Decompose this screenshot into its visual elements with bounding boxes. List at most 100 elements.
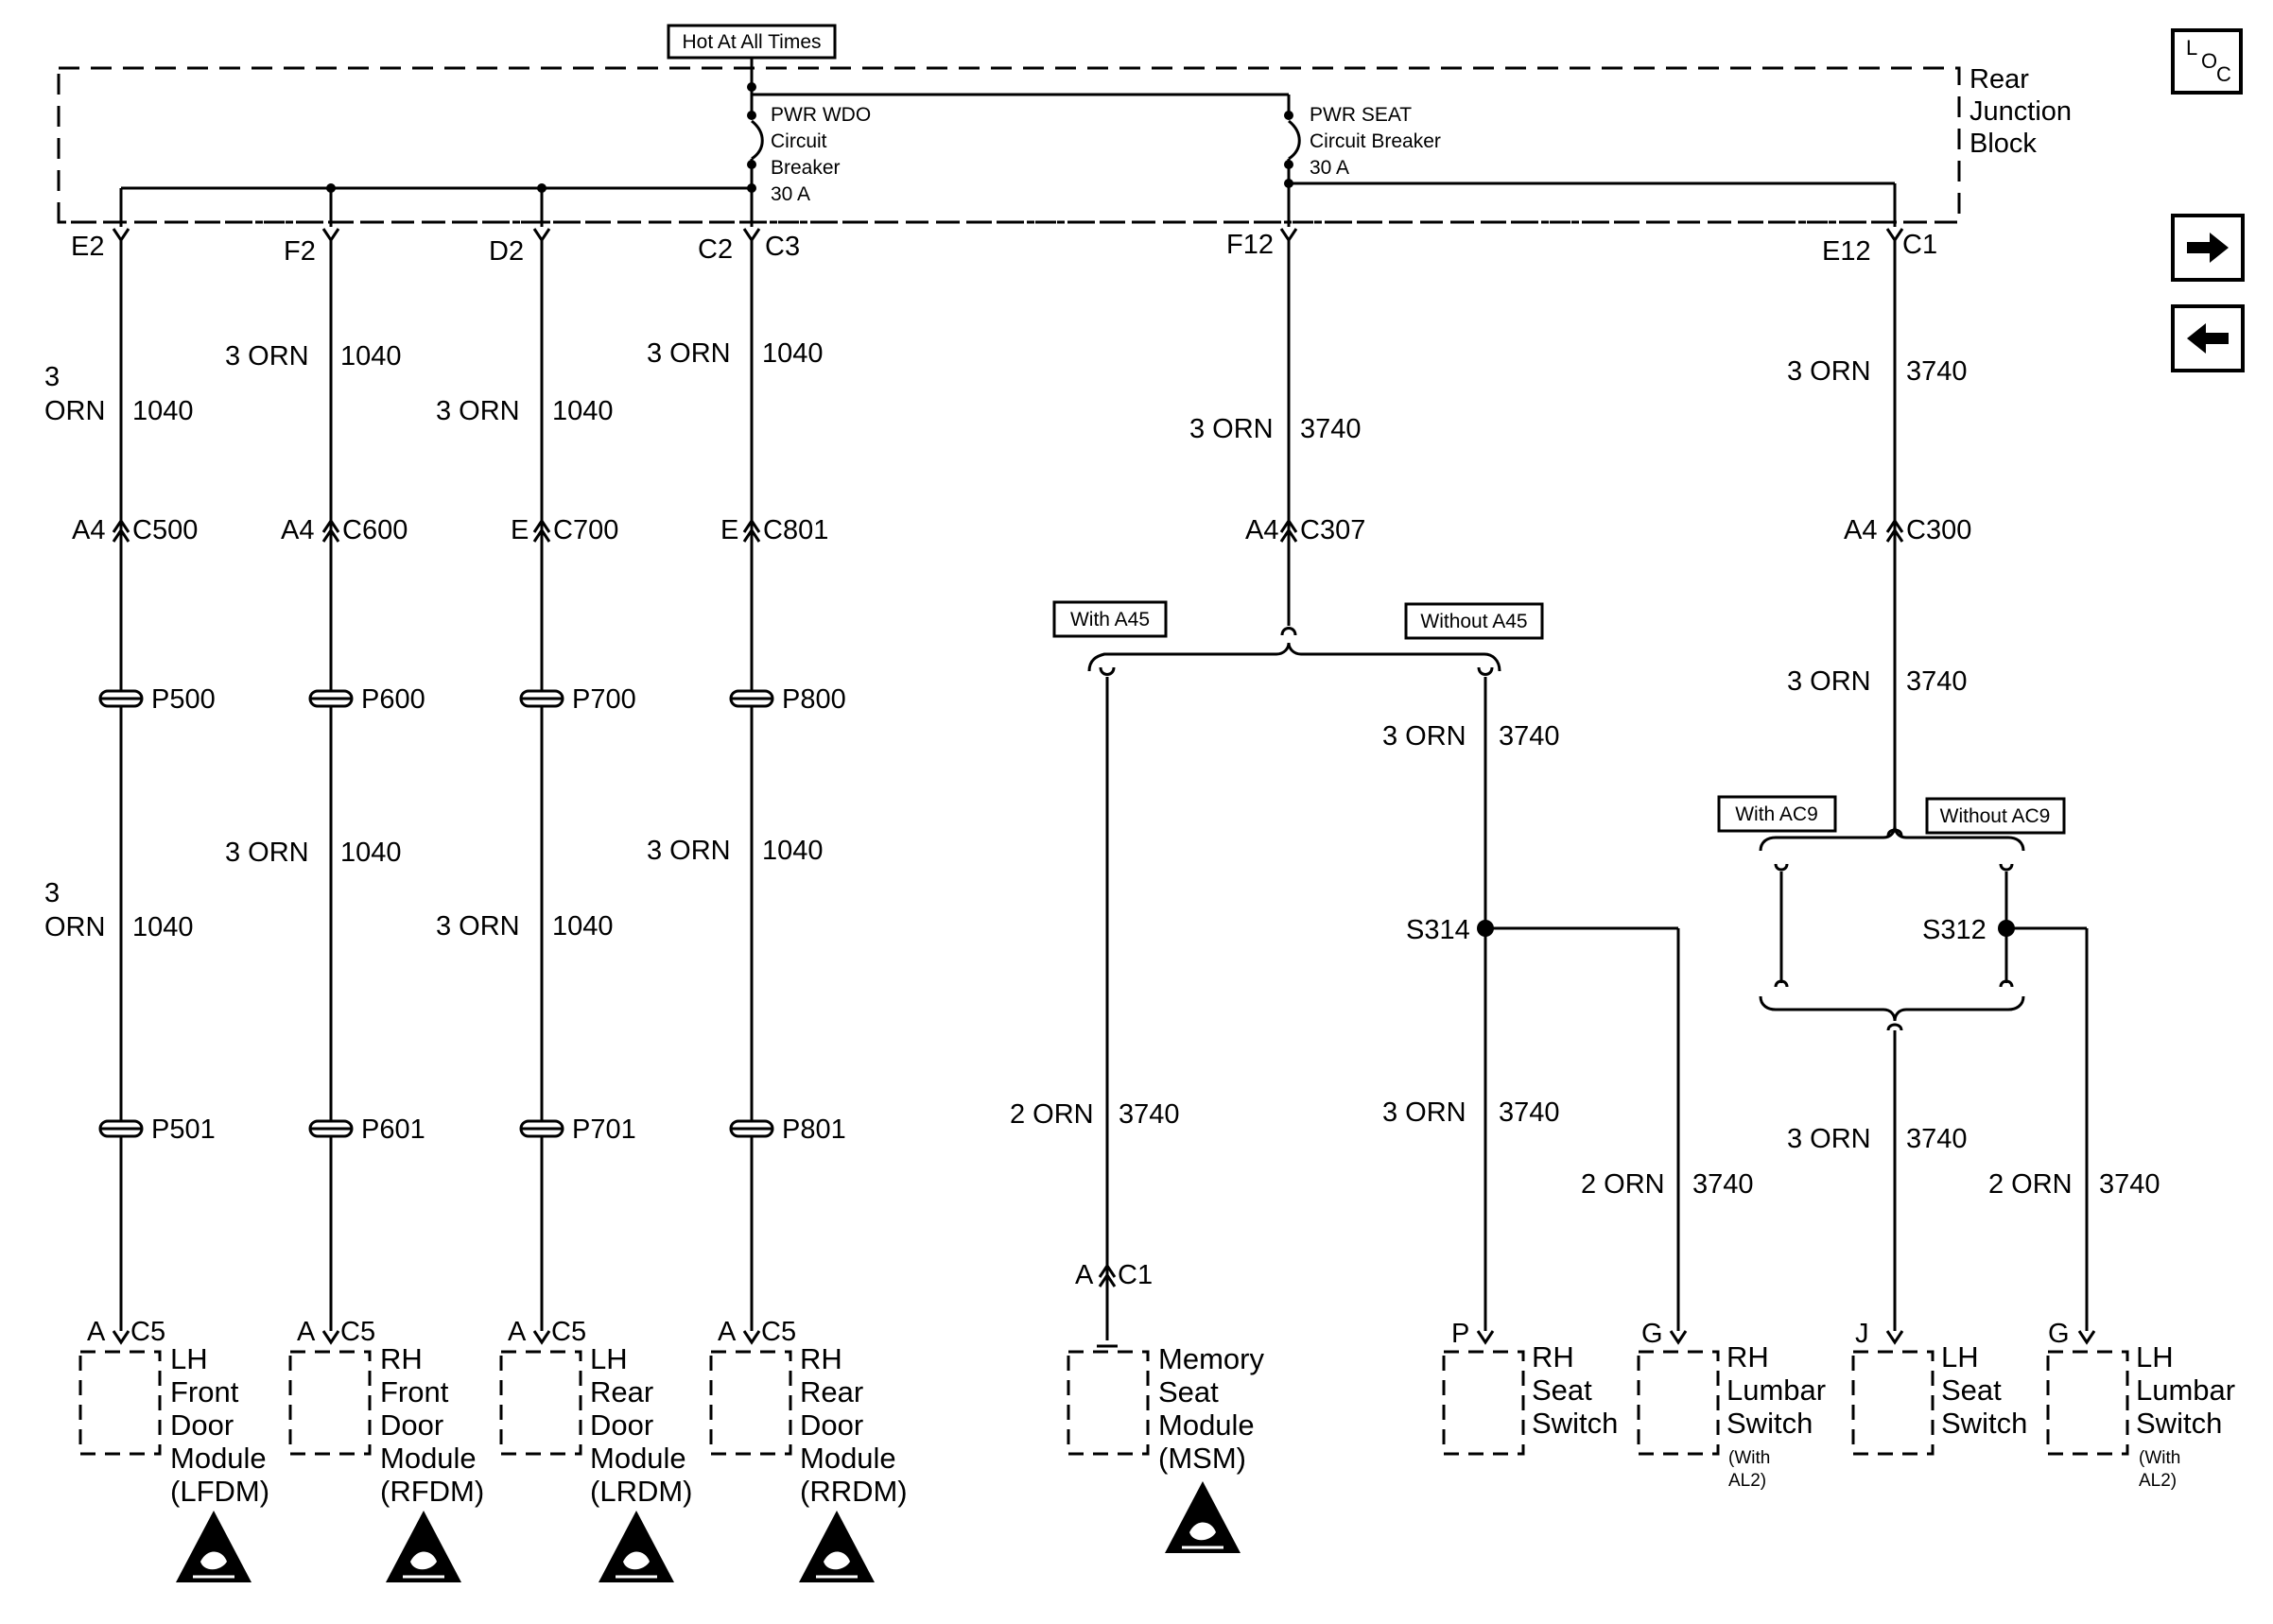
c500-label: C500 xyxy=(132,515,198,545)
lh-seat-wire-num: 3740 xyxy=(1906,1124,1968,1154)
lf-wire-top-num: 1040 xyxy=(132,396,194,426)
c300-label: C300 xyxy=(1906,515,1971,545)
rh-lumbar-wire-label: 2 ORN xyxy=(1581,1169,1665,1200)
bus-wiring xyxy=(119,58,1897,227)
splice-s312: S312 xyxy=(1922,915,1987,945)
c700-label: C700 xyxy=(553,515,618,545)
rr-wire-top-num: 1040 xyxy=(762,338,824,369)
lf-wire-mid-num: 1040 xyxy=(132,912,194,942)
rh-seat-switch-box xyxy=(1442,1350,1525,1456)
lr-wire-top-num: 1040 xyxy=(552,396,614,426)
rrdm-pin: A xyxy=(718,1317,737,1347)
lh-lumbar-pin: G xyxy=(2048,1319,2070,1349)
c307-label: C307 xyxy=(1300,515,1365,545)
rh-lumbar-pin: G xyxy=(1641,1319,1663,1349)
back-button[interactable] xyxy=(2171,304,2245,372)
rr-wire-mid-label: 3 ORN xyxy=(647,836,731,866)
without-ac9-label: Without AC9 xyxy=(1940,805,2051,827)
lfdm-conn: C5 xyxy=(130,1317,165,1347)
lh-lumbar-switch-box xyxy=(2046,1350,2129,1456)
rh-seat-wire-bot-num: 3740 xyxy=(1499,1097,1560,1128)
rh-seat-wire-top-label: 3 ORN xyxy=(1382,721,1466,752)
f12-wire-label: 3 ORN xyxy=(1189,414,1274,444)
lh-seat-pin: J xyxy=(1855,1319,1869,1349)
lr-wire-mid-num: 1040 xyxy=(552,911,614,942)
p600-label: P600 xyxy=(361,684,425,715)
rrdm-box xyxy=(709,1350,792,1456)
pin-e12: E12 xyxy=(1822,236,1871,267)
with-a45-label: With A45 xyxy=(1070,609,1150,631)
esd-warning-icon xyxy=(797,1509,876,1584)
p800-label: P800 xyxy=(782,684,846,715)
c801-label: C801 xyxy=(763,515,828,545)
loc-letter-o: O xyxy=(2201,49,2218,73)
pin-c3: C3 xyxy=(765,232,800,262)
rrdm-conn: C5 xyxy=(761,1317,796,1347)
pin-e2: E2 xyxy=(71,232,104,262)
pin-f2: F2 xyxy=(284,236,316,267)
loc-letter-l: L xyxy=(2186,36,2198,60)
msm-wire-num: 3740 xyxy=(1119,1099,1180,1130)
c307-pin: A4 xyxy=(1245,515,1278,545)
rh-seat-wire-top-num: 3740 xyxy=(1499,721,1560,752)
left-arrow-icon xyxy=(2187,323,2229,354)
c700-pin: E xyxy=(511,515,529,545)
rr-wire-mid-num: 1040 xyxy=(762,836,824,866)
c1-wire-top-label: 3 ORN xyxy=(1787,356,1871,387)
c801-pin: E xyxy=(720,515,738,545)
rfdm-box xyxy=(288,1350,372,1456)
rh-lumbar-switch-box xyxy=(1637,1350,1720,1456)
rf-wire-mid-label: 3 ORN xyxy=(225,838,309,868)
c500-pin: A4 xyxy=(72,515,105,545)
forward-button[interactable] xyxy=(2171,214,2245,282)
without-a45-label: Without A45 xyxy=(1420,611,1527,632)
splice-s314: S314 xyxy=(1406,915,1470,945)
c1-wire-mid-label: 3 ORN xyxy=(1787,666,1871,697)
p500-label: P500 xyxy=(151,684,216,715)
pin-c2: C2 xyxy=(698,234,733,265)
pin-f12: F12 xyxy=(1226,230,1274,260)
rf-wire-mid-num: 1040 xyxy=(340,838,402,868)
esd-warning-icon xyxy=(1163,1479,1242,1555)
c600-pin: A4 xyxy=(281,515,314,545)
rfdm-conn: C5 xyxy=(340,1317,375,1347)
p801-label: P801 xyxy=(782,1114,846,1145)
lrdm-box xyxy=(499,1350,582,1456)
pin-d2: D2 xyxy=(489,236,524,267)
msm-wire-label: 2 ORN xyxy=(1010,1099,1094,1130)
esd-warning-icon xyxy=(174,1509,253,1584)
rh-seat-wire-bot-label: 3 ORN xyxy=(1382,1097,1466,1128)
rf-wire-top-label: 3 ORN xyxy=(225,341,309,371)
lr-wire-top-label: 3 ORN xyxy=(436,396,520,426)
c600-label: C600 xyxy=(342,515,408,545)
c300-pin: A4 xyxy=(1844,515,1877,545)
right-arrow-icon xyxy=(2187,233,2229,263)
lh-seat-switch-box xyxy=(1851,1350,1935,1456)
lh-lumbar-wire-label: 2 ORN xyxy=(1988,1169,2073,1200)
lfdm-box xyxy=(78,1350,162,1456)
p501-label: P501 xyxy=(151,1114,216,1145)
rh-lumbar-wire-num: 3740 xyxy=(1692,1169,1754,1200)
c1-wire-top-num: 3740 xyxy=(1906,356,1968,387)
hot-at-all-times-label: Hot At All Times xyxy=(682,31,821,53)
location-button[interactable]: L O C xyxy=(2171,28,2243,95)
pin-c1: C1 xyxy=(1902,230,1937,260)
rf-wire-top-num: 1040 xyxy=(340,341,402,371)
lh-lumbar-wire-num: 3740 xyxy=(2099,1169,2160,1200)
loc-letter-c: C xyxy=(2216,62,2231,86)
lr-wire-mid-label: 3 ORN xyxy=(436,911,520,942)
